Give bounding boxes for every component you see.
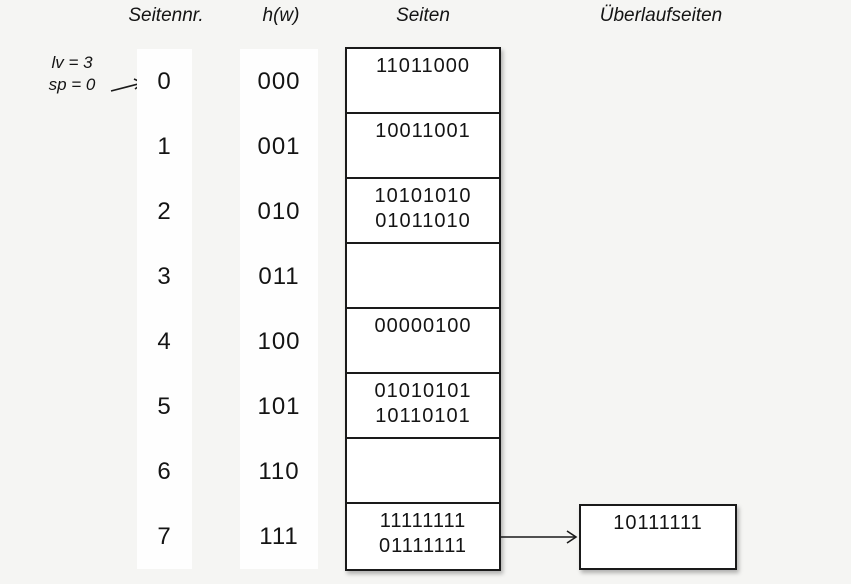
page-number: 0 [157, 67, 172, 95]
record-value [347, 144, 499, 169]
hash-value: 010 [257, 197, 301, 225]
record-value [347, 339, 499, 364]
page-bucket-2: 10101010 01011010 [347, 179, 499, 244]
record-value: 11011000 [375, 55, 470, 77]
page-bucket-1: 10011001 [347, 114, 499, 179]
overflow-record-value: 10111111 [613, 512, 703, 534]
page-bucket-5: 01010101 10110101 [347, 374, 499, 439]
record-value [347, 249, 499, 274]
record-value [347, 79, 499, 104]
page-bucket-7: 11111111 01111111 [347, 504, 499, 569]
page-bucket-4: 00000100 [347, 309, 499, 374]
split-pointer-value: sp = 0 [48, 75, 96, 94]
overflow-link-arrow-icon [501, 530, 578, 544]
page-number: 4 [157, 327, 172, 355]
page-number-column: 0 1 2 3 4 5 6 7 [137, 49, 192, 569]
record-value: 11111111 [379, 510, 467, 532]
state-annotation: lv = 3 sp = 0 [34, 52, 110, 96]
hash-value: 000 [257, 67, 301, 95]
record-value: 01010101 [374, 380, 472, 402]
overflow-page-box: 10111111 [579, 504, 737, 570]
page-bucket-3 [347, 244, 499, 309]
record-value: 10011001 [375, 120, 471, 142]
record-value: 01011010 [375, 210, 471, 232]
level-value: lv = 3 [51, 53, 93, 72]
page-number: 3 [157, 262, 172, 290]
hash-value: 100 [257, 327, 301, 355]
header-hash-function: h(w) [262, 5, 300, 26]
record-value: 01111111 [378, 535, 468, 557]
page-number: 2 [157, 197, 172, 225]
record-value [347, 274, 499, 299]
hash-value: 001 [257, 132, 301, 160]
hash-value: 111 [259, 522, 299, 550]
hash-value-column: 000 001 010 011 100 101 110 111 [240, 49, 318, 569]
record-value: 10110101 [375, 405, 471, 427]
record-value: 00000100 [374, 315, 472, 337]
page-number: 5 [157, 392, 172, 420]
header-pages: Seiten [396, 5, 450, 26]
page-bucket-6 [347, 439, 499, 504]
hash-value: 110 [258, 457, 300, 485]
page-number: 1 [157, 132, 172, 160]
hash-value: 011 [258, 262, 300, 290]
header-page-number: Seitennr. [128, 5, 204, 26]
primary-pages-box: 11011000 10011001 10101010 01011010 0000… [345, 47, 501, 571]
record-value: 10101010 [374, 185, 472, 207]
header-overflow-pages: Überlaufseiten [599, 5, 723, 26]
page-number: 7 [157, 522, 172, 550]
page-bucket-0: 11011000 [347, 49, 499, 114]
record-value [347, 444, 499, 469]
hash-value: 101 [257, 392, 301, 420]
record-value [347, 469, 499, 494]
page-number: 6 [157, 457, 172, 485]
